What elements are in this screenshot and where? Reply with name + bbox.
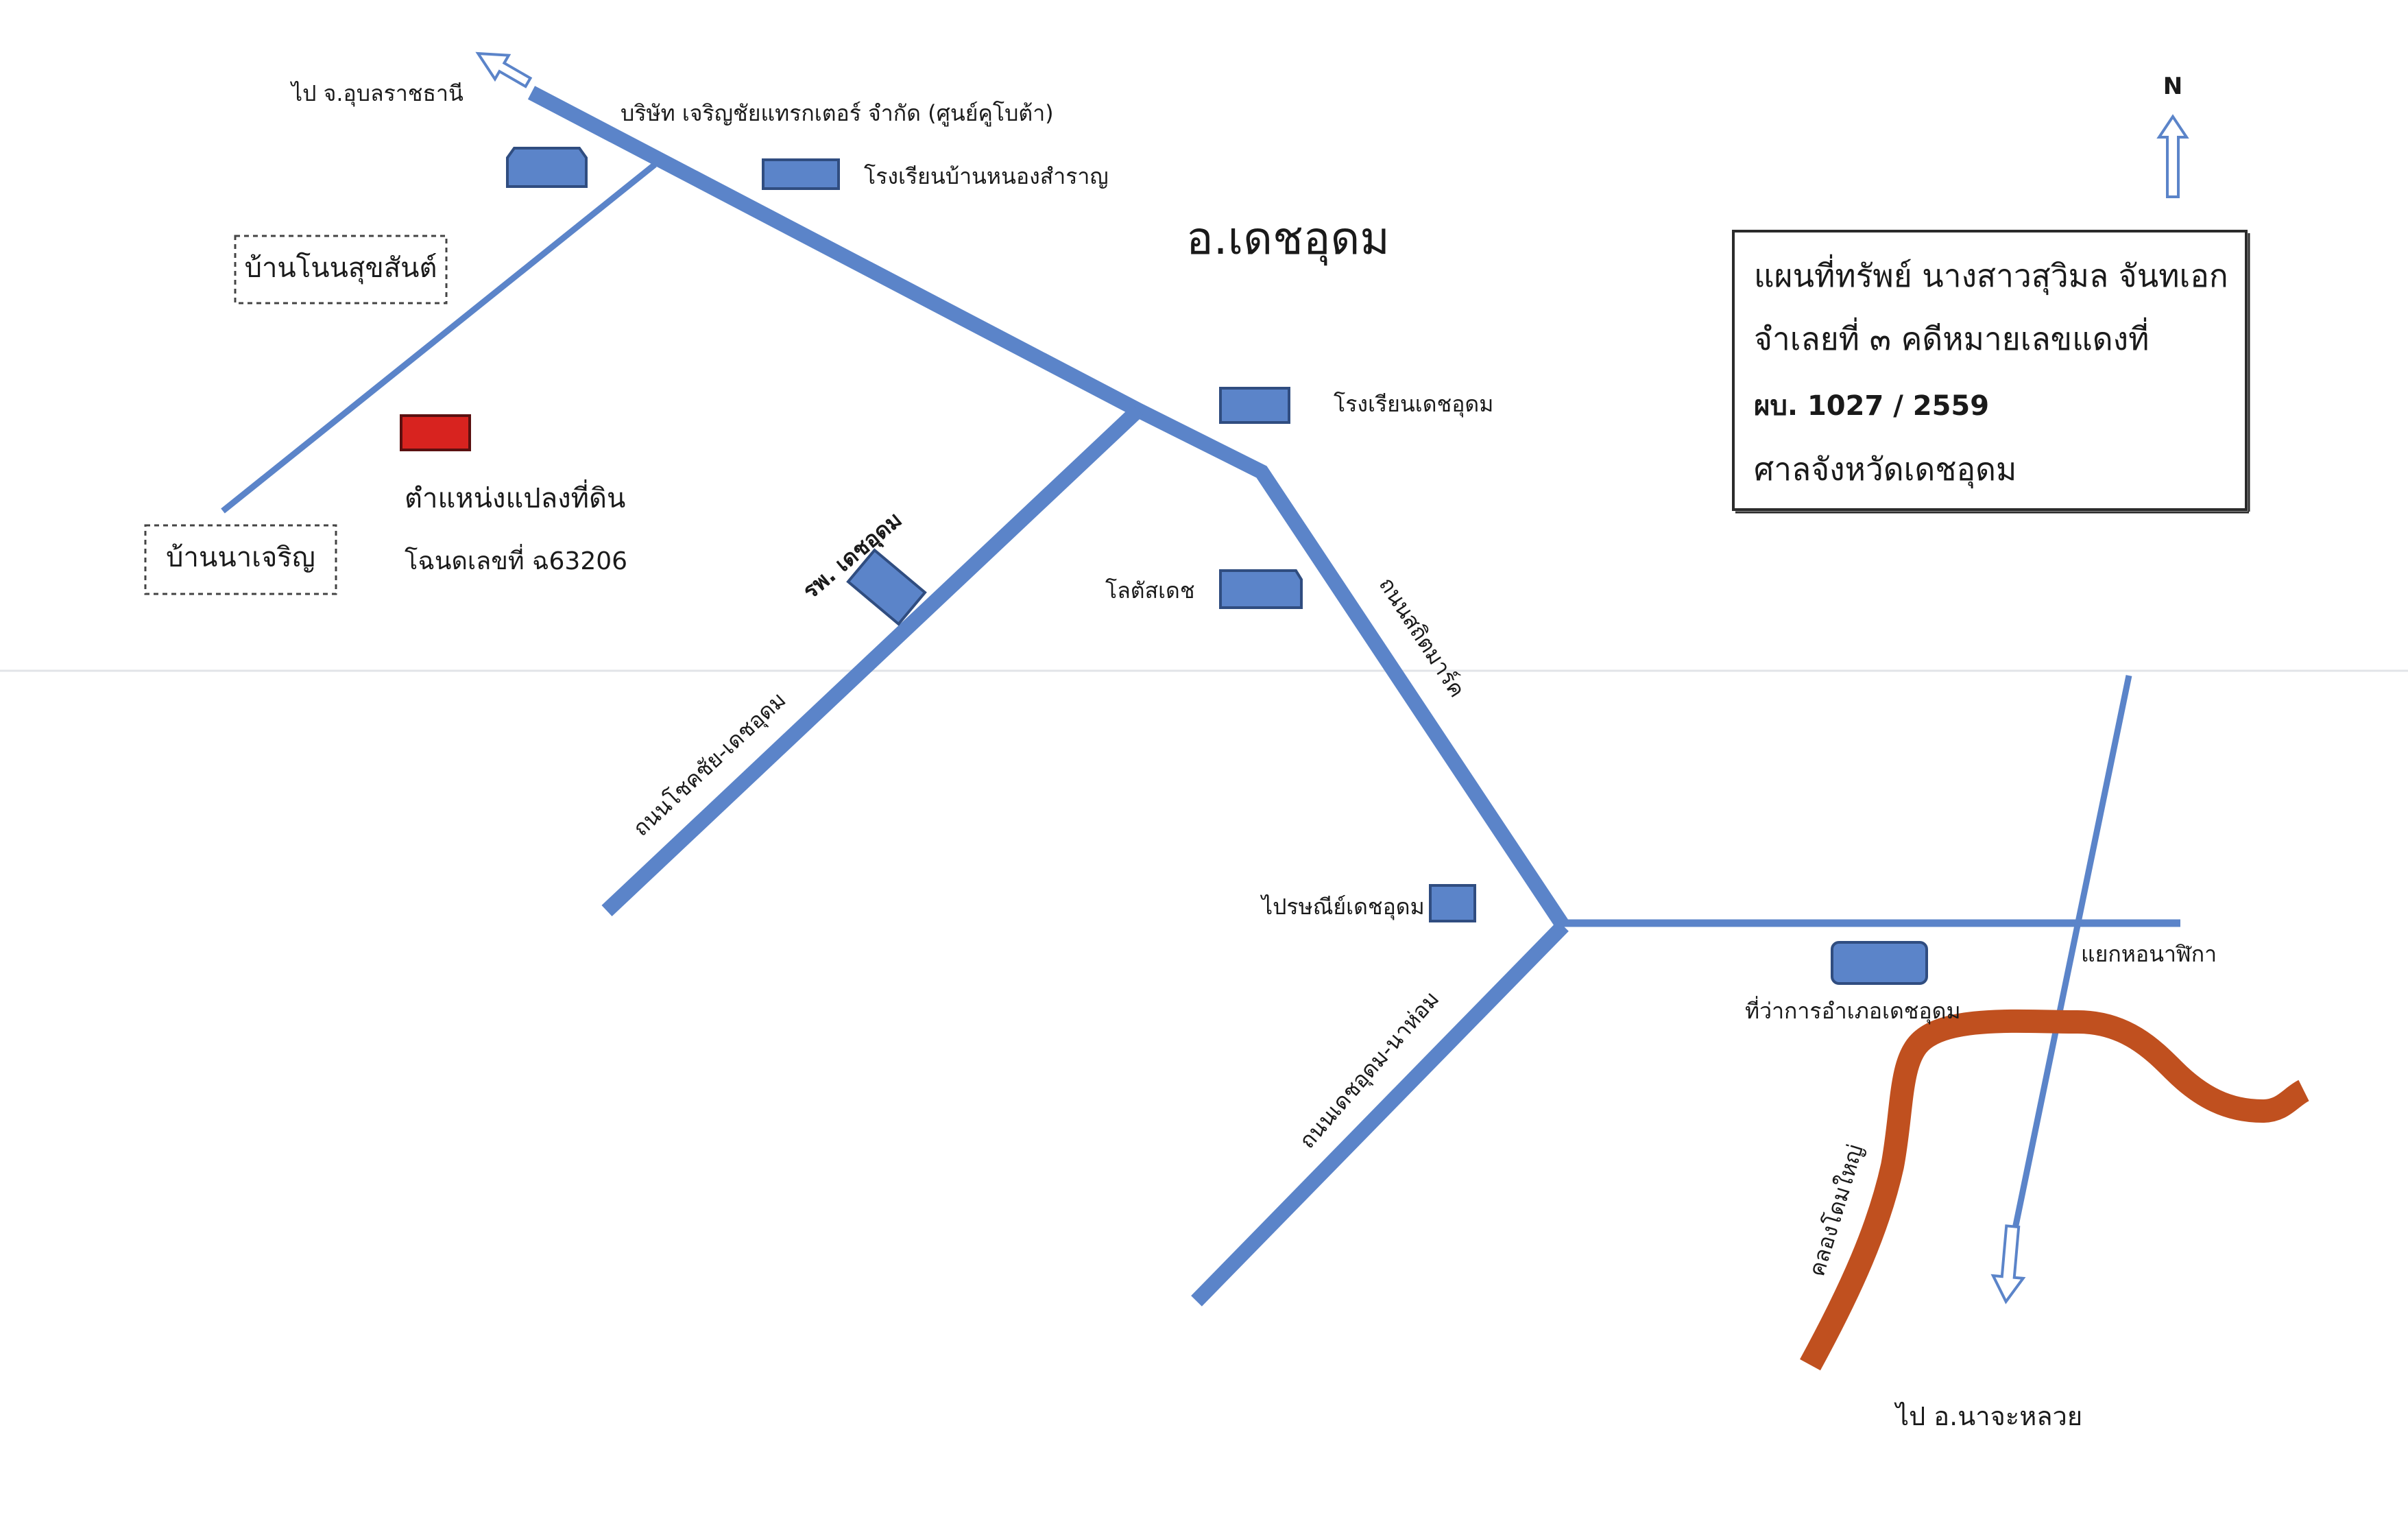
village-na-charoen-box [144, 524, 337, 595]
main-road [527, 86, 1570, 931]
lotus-label: โลตัสเดช [1105, 577, 1195, 604]
kubota-label: บริษัท เจริญชัยแทรกเตอร์ จำกัด (ศูนย์คูโ… [621, 100, 1054, 127]
school-nong-samran-label: โรงเรียนบ้านหนองสำราญ [864, 163, 1109, 189]
village-non-suk-san-label: บ้านโนนสุขสันต์ [245, 252, 437, 285]
hospital-building [846, 548, 927, 626]
village-road [221, 162, 657, 514]
info-box-line3: ผบ. 1027 / 2559 [1754, 390, 1989, 422]
arrow-to-nachaluai-icon [1990, 1224, 2026, 1304]
info-box-line2: จำเลยที่ ๓ คดีหมายเลขแดงที่ [1754, 317, 2149, 357]
district-office-label: ที่ว่าการอำเภอเดชอุดม [1745, 996, 1961, 1025]
canal-klong-dom-yai [1800, 1009, 2310, 1371]
chokchai-road [601, 404, 1144, 917]
school-nong-samran-building [762, 158, 840, 190]
kubota-building [506, 147, 588, 188]
village-non-suk-san-box [234, 235, 448, 305]
district-office-building [1831, 941, 1928, 985]
buildings [506, 147, 1928, 985]
direction-to-ubon-label: ไป จ.อุบลราชธานี [289, 80, 463, 107]
sathit-road-label: ถนนสถิตมาร์ค [1374, 573, 1471, 702]
district-label: อ.เดชอุดม [1186, 212, 1390, 266]
intersection-label: แยกหอนาฬิกา [2081, 941, 2217, 967]
nayom-road [1191, 920, 1569, 1307]
direction-to-nachaluai-label: ไป อ.นาจะหลวย [1894, 1401, 2082, 1431]
post-office-label: ไปรษณีย์เดชอุดม [1260, 894, 1425, 920]
north-label: N [2163, 73, 2182, 100]
north-arrow-icon [2156, 114, 2189, 198]
post-office-building [1429, 884, 1476, 922]
school-dechudom-building [1219, 387, 1290, 424]
land-parcel [400, 414, 471, 451]
land-position-label: ตำแหน่งแปลงที่ดิน [405, 479, 625, 514]
info-box-line4: ศาลจังหวัดเดชอุดม [1754, 451, 2016, 489]
road-network [221, 86, 2180, 1307]
village-na-charoen-label: บ้านนาเจริญ [166, 542, 315, 573]
info-box-line1: แผนที่ทรัพย์ นางสาวสุวิมล จันทเอก [1754, 254, 2228, 296]
arrow-to-ubon-icon [475, 51, 533, 88]
land-deed-label: โฉนดเลขที่ ฉ63206 [405, 544, 627, 575]
school-dechudom-label: โรงเรียนเดชอุดม [1334, 391, 1493, 418]
north-south-road [2006, 675, 2132, 1259]
lotus-building [1219, 569, 1303, 609]
info-box [1732, 230, 2248, 511]
